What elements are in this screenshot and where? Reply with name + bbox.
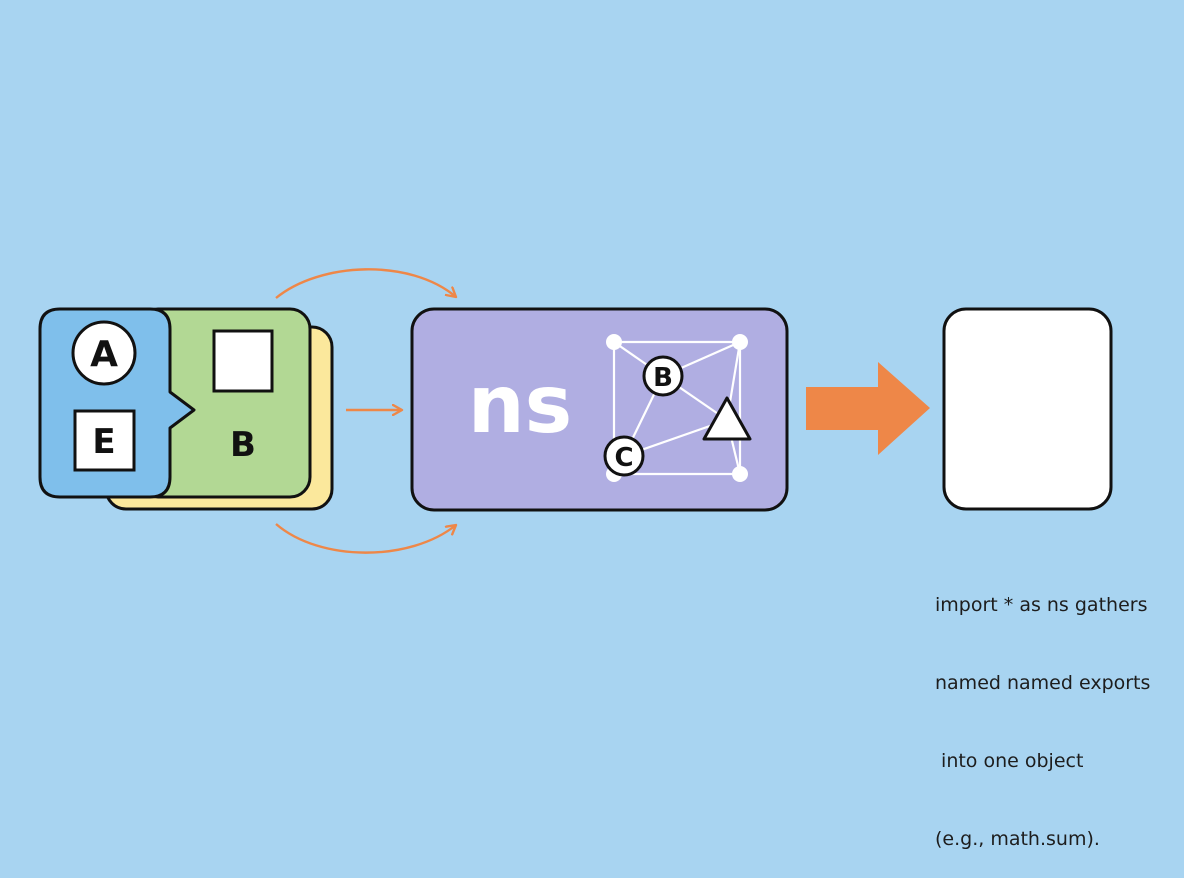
namespace-node-c: C [603,435,645,477]
arrow-bottom-curve [275,523,456,554]
graph-vertex [606,334,622,350]
circle-node-icon [71,320,137,386]
namespace-box [410,307,789,512]
caption-line-3: into one object [935,750,1084,772]
caption-line-4: (e.g., math.sum). [935,828,1100,850]
circle-node-icon [642,355,684,397]
namespace-node-b: B [642,355,684,397]
namespace-title: ns [468,358,573,451]
caption: import * as ns gathers named named expor… [935,540,1175,878]
export-e-label: E [92,422,115,462]
export-a-node: A [71,320,137,386]
namespace-object-box: ns B C [410,307,789,512]
circle-node-icon [603,435,645,477]
graph-vertex [732,466,748,482]
caption-line-2: named named exports [935,672,1151,694]
namespace-node-c-label: C [614,443,633,473]
result-object-box [942,307,1113,511]
graph-vertex [732,334,748,350]
caption-line-1: import * as ns gathers [935,594,1148,616]
arrow-top-curve [275,268,456,299]
module-b-label: B [230,425,256,465]
export-e-node: E [73,409,136,472]
square-node-icon [73,409,136,472]
export-a-label: A [90,334,118,375]
namespace-node-b-label: B [653,363,673,393]
triangle-node-icon [702,396,752,441]
arrow-right-icon [806,362,930,455]
module-stack: A E B [38,307,334,511]
square-node-icon [212,329,274,393]
